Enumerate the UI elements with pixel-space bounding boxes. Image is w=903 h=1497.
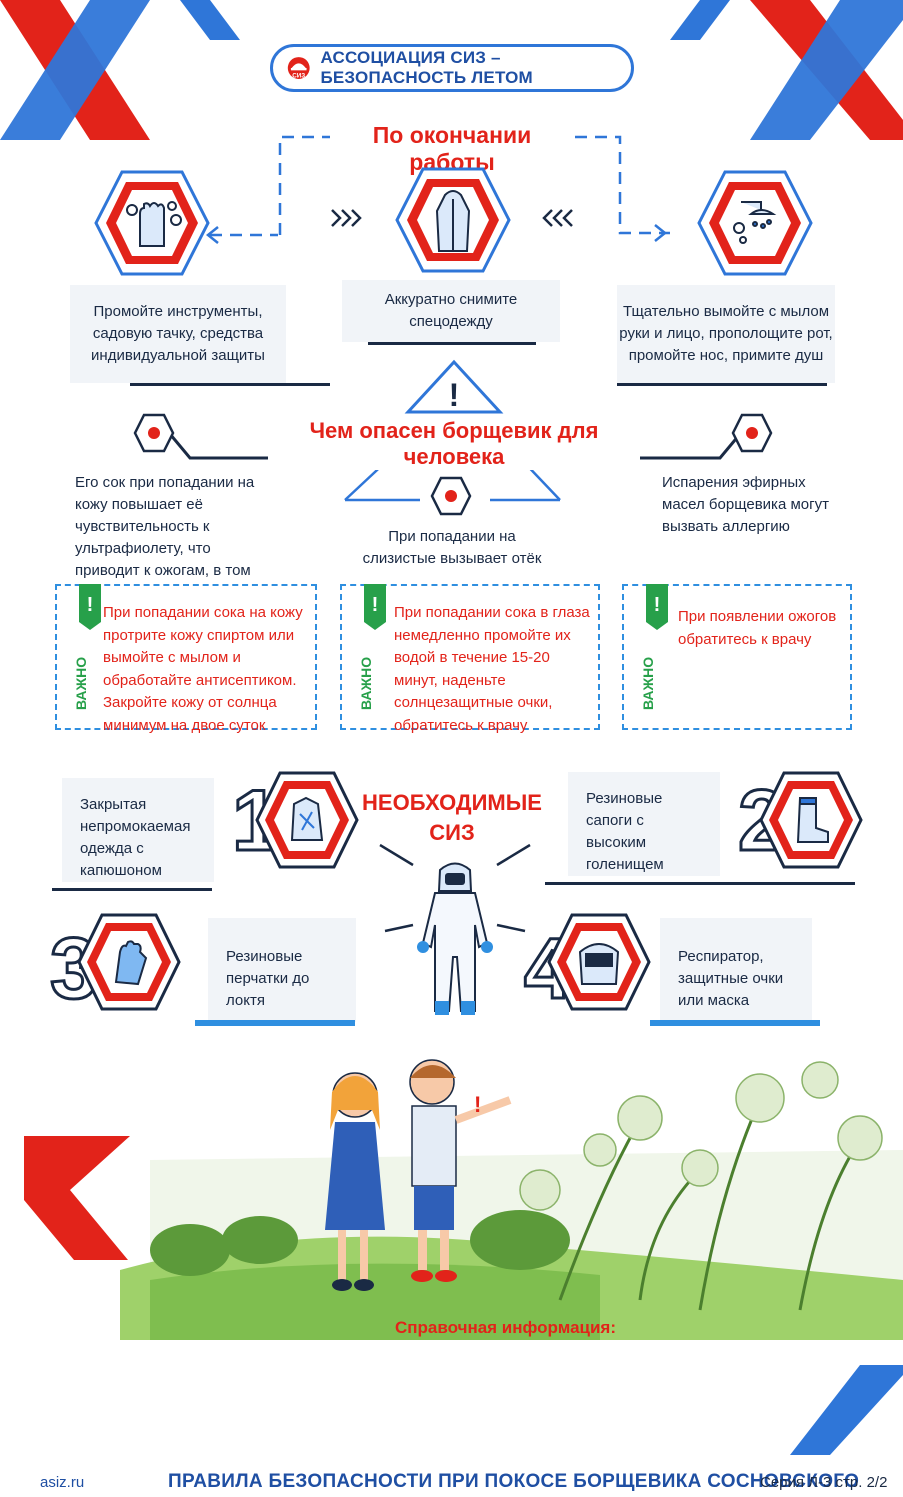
important-box-1: ! ВАЖНО При попадании сока на кожу протр… xyxy=(55,584,317,734)
important-box-3: ! ВАЖНО При появлении ожогов обратитесь … xyxy=(622,584,852,730)
reference-label: Справочная информация: xyxy=(395,1318,617,1337)
danger-text-mucosa: При попадании на слизистые вызывает отёк xyxy=(362,528,542,567)
important-label: ВАЖНО xyxy=(73,656,89,710)
logo-text: СИЗ xyxy=(292,72,305,79)
ppe-title-line2: СИЗ xyxy=(429,820,475,845)
header-pill: СИЗ АССОЦИАЦИЯ СИЗ – БЕЗОПАСНОСТЬ ЛЕТОМ xyxy=(270,44,634,92)
danger-hex-right xyxy=(731,413,773,453)
ppe-hex-4 xyxy=(547,913,651,1011)
ppe-hex-3 xyxy=(77,913,181,1011)
bottom-right-decor xyxy=(790,1365,903,1455)
important-label: ВАЖНО xyxy=(640,656,656,710)
top-center-decor xyxy=(180,0,730,40)
ppe-title: НЕОБХОДИМЫЕ СИЗ xyxy=(362,788,542,848)
danger-title: Чем опасен борщевик для человека xyxy=(268,418,640,470)
after-work-title: По окончании работы xyxy=(330,122,574,176)
svg-text:!: ! xyxy=(654,594,661,616)
danger-hex-left xyxy=(133,413,175,453)
ppe-text-1: Закрытая непромокаемая одежда с капюшоно… xyxy=(80,796,191,879)
ppe-text-3: Резиновые перчатки до локтя xyxy=(226,948,310,1009)
shower-icon xyxy=(733,201,777,244)
step-card-2: Аккуратно снимите спецодежду xyxy=(342,280,560,345)
ppe-card-2: Резиновые сапоги с высоким голенищем xyxy=(568,772,720,876)
top-left-decor xyxy=(0,0,150,140)
important-mark: ! xyxy=(87,594,94,616)
footer-series: Серия Л-3 стр. 2/2 xyxy=(760,1474,888,1491)
ppe-underline-1 xyxy=(52,888,212,891)
ppe-hex-1 xyxy=(255,771,359,869)
ppe-underline-2 xyxy=(545,882,855,885)
header-title: АССОЦИАЦИЯ СИЗ – БЕЗОПАСНОСТЬ ЛЕТОМ xyxy=(320,48,533,87)
important-flag-icon: ! xyxy=(364,584,386,630)
step-card-1: Промойте инструменты, садовую тачку, сре… xyxy=(70,285,330,386)
important-flag-icon: ! xyxy=(79,584,101,630)
step-hex-wash xyxy=(94,170,210,276)
danger-hex-center xyxy=(430,476,472,516)
svg-text:!: ! xyxy=(474,1092,481,1117)
step-text-1: Промойте инструменты, садовую тачку, сре… xyxy=(91,303,265,364)
siz-logo-icon: СИЗ xyxy=(287,57,310,79)
step-hex-suit xyxy=(395,167,511,273)
protective-suit-icon xyxy=(435,190,471,252)
girl-figure xyxy=(325,1072,385,1291)
washing-gloves-icon xyxy=(126,201,182,247)
ppe-card-4: Респиратор, защитные очки или маска xyxy=(660,918,812,1022)
ppe-underline-4 xyxy=(650,1020,820,1026)
face-shield-icon xyxy=(578,943,620,985)
footer-title: ПРАВИЛА БЕЗОПАСНОСТИ ПРИ ПОКОСЕ БОРЩЕВИК… xyxy=(168,1471,860,1492)
boy-figure: ! xyxy=(409,1059,512,1282)
important-text-3: При появлении ожогов обратитесь к врачу xyxy=(678,608,837,648)
ppe-card-3: Резиновые перчатки до локтя xyxy=(208,918,356,1022)
important-flag-icon: ! xyxy=(646,584,668,630)
top-right-decor xyxy=(750,0,903,140)
ppe-underline-3 xyxy=(195,1020,355,1026)
ppe-card-1: Закрытая непромокаемая одежда с капюшоно… xyxy=(62,778,214,882)
step-hex-shower xyxy=(697,170,813,276)
ppe-text-4: Респиратор, защитные очки или маска xyxy=(678,948,784,1009)
ppe-hex-2 xyxy=(759,771,863,869)
svg-text:!: ! xyxy=(449,377,460,413)
boot-icon xyxy=(796,797,829,843)
step-card-3: Тщательно вымойте с мылом руки и лицо, п… xyxy=(617,285,835,386)
footer-site[interactable]: asiz.ru xyxy=(40,1474,85,1491)
step-text-2: Аккуратно снимите спецодежду xyxy=(384,291,518,330)
important-box-2: ! ВАЖНО При попадании сока в глаза немед… xyxy=(340,584,600,734)
important-label: ВАЖНО xyxy=(358,656,374,710)
important-text-2: При попадании сока в глаза немедленно пр… xyxy=(394,604,590,734)
landscape-illustration: ! xyxy=(24,1059,903,1340)
ppe-title-line1: НЕОБХОДИМЫЕ xyxy=(362,790,542,815)
svg-text:!: ! xyxy=(372,594,379,616)
hazmat-figure xyxy=(379,843,531,1015)
raincoat-icon xyxy=(290,796,324,841)
danger-text-allergy: Испарения эфирных масел борщевика могут … xyxy=(662,474,829,535)
step-text-3: Тщательно вымойте с мылом руки и лицо, п… xyxy=(619,303,833,364)
important-text-1: При попадании сока на кожу протрите кожу… xyxy=(103,604,303,734)
after-work-connector xyxy=(205,135,670,244)
glove-icon xyxy=(114,940,148,986)
ppe-text-2: Резиновые сапоги с высоким голенищем xyxy=(586,790,664,873)
